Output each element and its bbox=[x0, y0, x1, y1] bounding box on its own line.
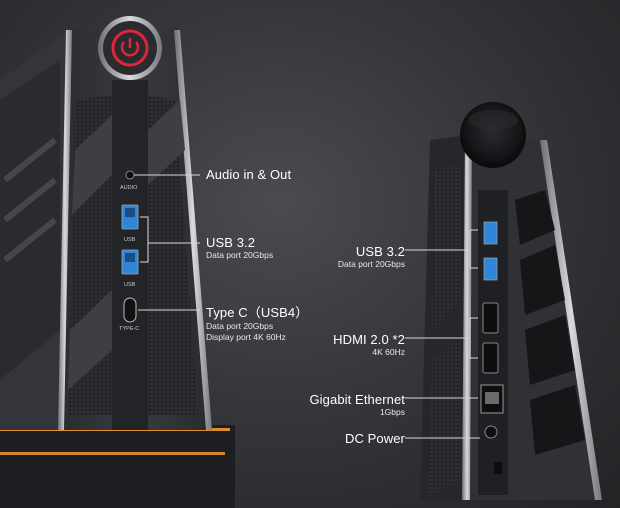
audio-callout: Audio in & Out bbox=[206, 167, 291, 182]
usb2-port-tag: USB bbox=[124, 282, 136, 288]
dc-callout-title: DC Power bbox=[344, 431, 405, 446]
left-callout-lines bbox=[134, 174, 200, 311]
hdmi-callout-title: HDMI 2.0 *2 bbox=[333, 332, 405, 347]
hdmi-callout: HDMI 2.0 *2 4K 60Hz bbox=[300, 332, 405, 358]
hdmi-callout-sub: 4K 60Hz bbox=[372, 347, 405, 357]
usb-callout-left: USB 3.2 Data port 20Gbps bbox=[206, 235, 273, 261]
typec-callout-sub2: Display port 4K 60Hz bbox=[206, 332, 286, 342]
left-device-body bbox=[58, 16, 212, 430]
ethernet-callout-sub: 1Gbps bbox=[379, 407, 405, 417]
right-callout-lines bbox=[405, 229, 480, 439]
ethernet-callout: Gigabit Ethernet 1Gbps bbox=[280, 392, 405, 418]
typec-callout-title: Type C（USB4） bbox=[206, 305, 309, 320]
typec-port-tag: TYPE-C bbox=[119, 326, 140, 332]
usb-callout-right: USB 3.2 Data port 20Gbps bbox=[300, 244, 405, 270]
typec-callout-sub1: Data port 20Gbps bbox=[206, 321, 274, 331]
left-base bbox=[0, 425, 235, 508]
usb-callout-left-title: USB 3.2 bbox=[206, 235, 256, 250]
audio-callout-title: Audio in & Out bbox=[206, 167, 292, 182]
typec-callout: Type C（USB4） Data port 20Gbps Display po… bbox=[206, 302, 308, 343]
usb-callout-left-sub: Data port 20Gbps bbox=[206, 250, 274, 260]
audio-port-tag: AUDIO bbox=[120, 185, 138, 191]
usb-callout-right-title: USB 3.2 bbox=[355, 244, 405, 259]
right-device bbox=[420, 102, 602, 500]
ethernet-callout-title: Gigabit Ethernet bbox=[309, 392, 405, 407]
dc-callout: DC Power bbox=[300, 431, 405, 446]
usb-callout-right-sub: Data port 20Gbps bbox=[337, 259, 405, 269]
left-device-side bbox=[0, 30, 70, 430]
usb1-port-tag: USB bbox=[124, 237, 136, 243]
